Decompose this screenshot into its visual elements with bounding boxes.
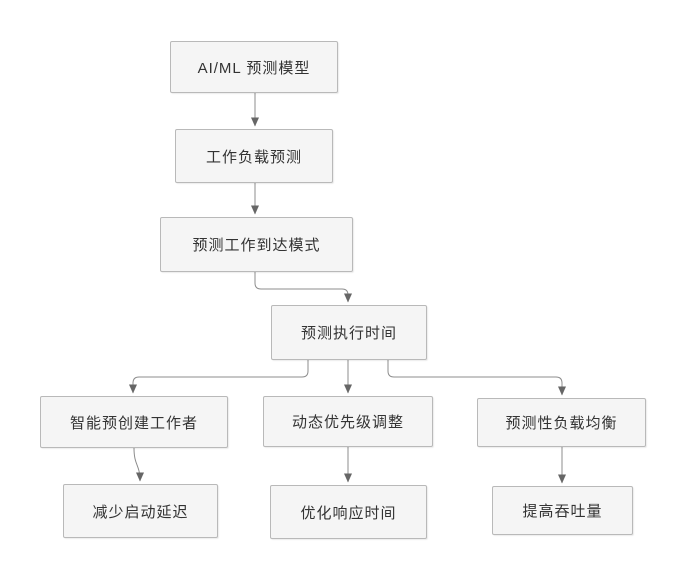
- edge-precreate-to-latency: [133, 447, 144, 482]
- edge-arrival-to-execution: [254, 272, 352, 303]
- node-ai-ml-prediction-model[interactable]: AI/ML 预测模型: [170, 41, 338, 93]
- node-smart-precreate-workers[interactable]: 智能预创建工作者: [40, 396, 228, 448]
- node-predictive-load-balancing[interactable]: 预测性负载均衡: [477, 398, 646, 447]
- node-reduce-startup-latency[interactable]: 减少启动延迟: [63, 484, 218, 538]
- edge-execution-to-loadbalance: [387, 360, 566, 396]
- node-predict-execution-time[interactable]: 预测执行时间: [271, 305, 427, 360]
- node-improve-throughput[interactable]: 提高吞吐量: [492, 486, 633, 535]
- edge-execution-to-precreate: [129, 360, 309, 394]
- node-workload-prediction[interactable]: 工作负载预测: [175, 129, 333, 183]
- node-optimize-response-time[interactable]: 优化响应时间: [270, 485, 427, 539]
- node-dynamic-priority-adjust[interactable]: 动态优先级调整: [263, 396, 433, 447]
- node-predict-arrival-pattern[interactable]: 预测工作到达模式: [160, 217, 353, 272]
